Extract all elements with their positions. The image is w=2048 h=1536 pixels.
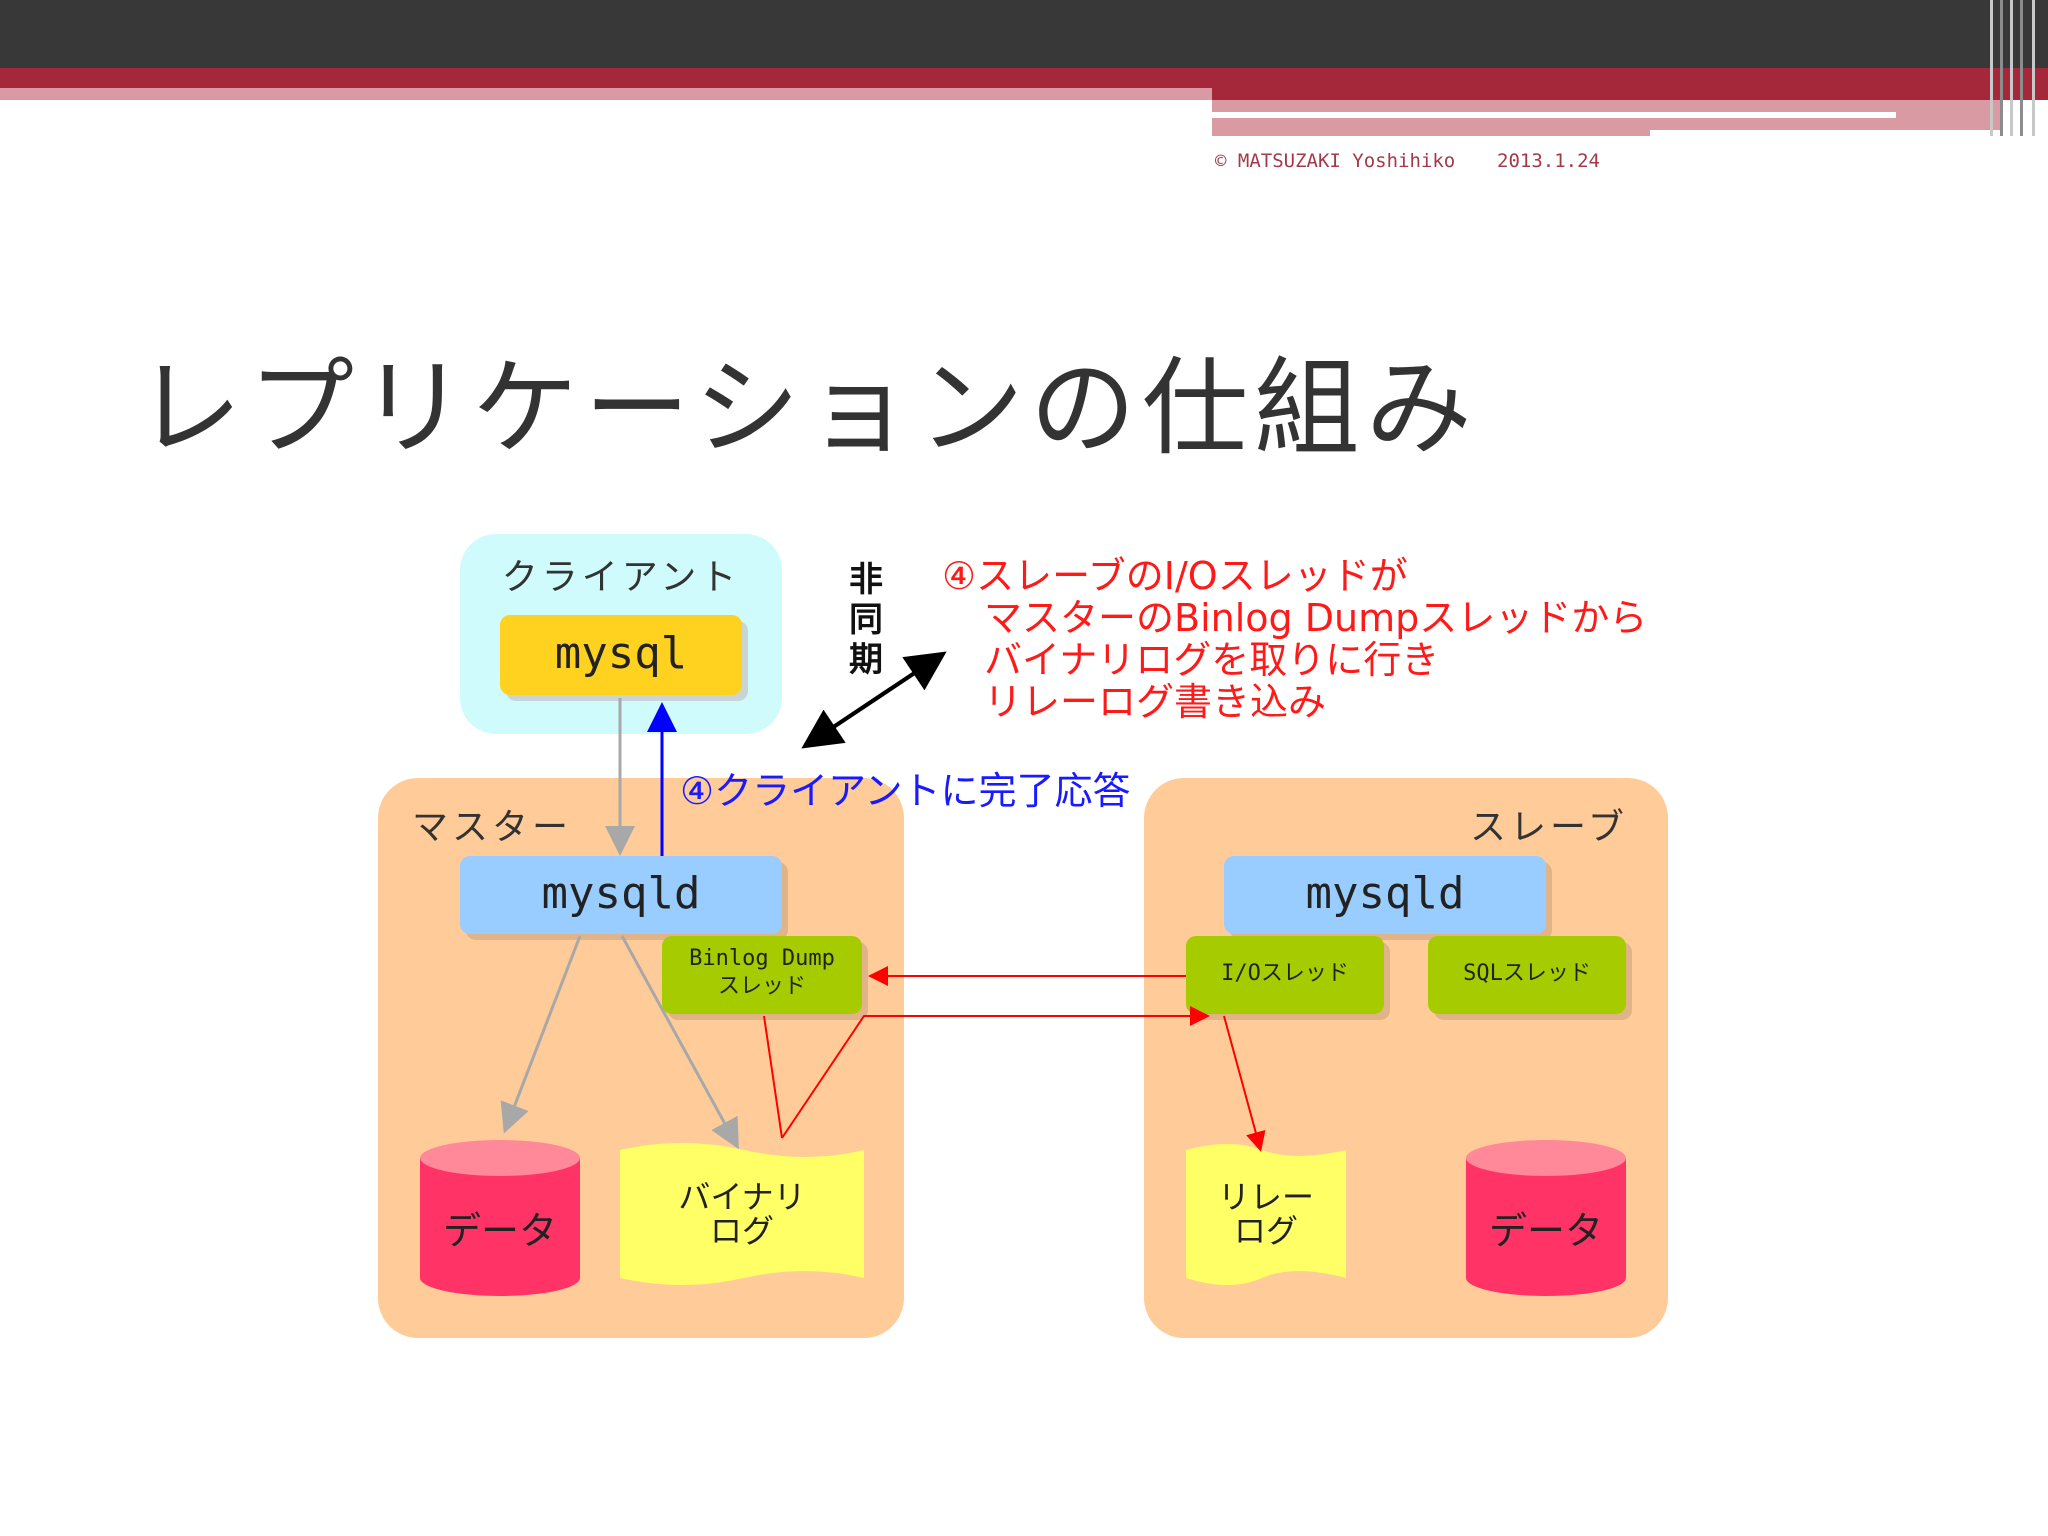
io-thread-label: I/Oスレッド (1221, 961, 1349, 986)
red-note-line-2: マスターのBinlog Dumpスレッドから (984, 596, 1648, 640)
binlog-to-io-arrow (781, 1006, 1210, 1139)
blue-note: ④クライアントに完了応答 (680, 769, 1131, 813)
slave-mysqld-label: mysqld (1305, 868, 1465, 919)
async-label-char: 期 (849, 640, 883, 680)
io-to-relay-arrow (1223, 1015, 1266, 1152)
master-mysqld-label: mysqld (541, 868, 701, 919)
red-note-line-4: リレーログ書き込み (984, 680, 1327, 724)
red-note-line-3: バイナリログを取りに行き (984, 638, 1440, 682)
slave-data-label: データ (1488, 1209, 1603, 1253)
async-label: 非 同 期 (846, 560, 886, 680)
master-data-cylinder (420, 1140, 580, 1296)
async-label-char: 同 (849, 600, 883, 640)
slave-label: スレーブ (1470, 807, 1628, 848)
binary-log-label-line: バイナリ (678, 1178, 806, 1216)
binlog-dump-label-line: Binlog Dump (689, 946, 835, 971)
relay-log-label-line: リレー (1217, 1178, 1314, 1216)
binlog-read-line (763, 1015, 783, 1139)
relay-log-label: リレー ログ (1186, 1180, 1346, 1248)
slave-data-cylinder (1466, 1140, 1626, 1296)
mysqld-to-binlog-arrow (620, 935, 739, 1150)
master-mysqld-box (460, 856, 782, 934)
relay-log-label-line: ログ (1233, 1212, 1298, 1250)
mysql-client-box (500, 615, 742, 695)
async-label-char: 非 (849, 560, 883, 600)
copyright-text: © MATSUZAKI Yoshihiko (1215, 150, 1456, 172)
header-vertical-line (2010, 0, 2013, 136)
binary-log-label-line: ログ (709, 1212, 774, 1250)
sql-thread-box (1428, 936, 1626, 1014)
master-label: マスター (412, 807, 573, 848)
red-note-line-1: ④スレーブのI/Oスレッドが (942, 554, 1408, 598)
master-data-label: データ (442, 1209, 557, 1253)
mysql-client-label: mysql (554, 628, 688, 679)
io-thread-box (1186, 936, 1384, 1014)
binlog-dump-thread-label: Binlog Dump スレッド (662, 945, 862, 1001)
header-vertical-line (1990, 0, 1993, 136)
header-vertical-line (2000, 0, 2003, 136)
mysqld-to-data-arrow (500, 935, 582, 1134)
header-white-line (1212, 112, 1896, 118)
binlog-dump-label-line: スレッド (717, 974, 806, 999)
date-text: 2013.1.24 (1497, 150, 1600, 172)
header-vertical-line (2020, 0, 2023, 136)
header-pink-stripe (0, 88, 1212, 100)
client-label: クライアント (501, 557, 741, 598)
sql-thread-label: SQLスレッド (1463, 961, 1591, 986)
header-dark-band (0, 0, 2048, 68)
binlog-dump-thread-box (662, 936, 862, 1014)
slide-title: レプリケーションの仕組み (136, 347, 1478, 470)
async-arrow (806, 651, 947, 746)
header-vertical-line (2032, 0, 2035, 136)
header-white-cut (1650, 130, 2010, 144)
binary-log-doc (620, 1143, 864, 1285)
relay-log-doc (1186, 1144, 1346, 1285)
binary-log-label: バイナリ ログ (620, 1180, 864, 1248)
slave-mysqld-box (1224, 856, 1546, 934)
